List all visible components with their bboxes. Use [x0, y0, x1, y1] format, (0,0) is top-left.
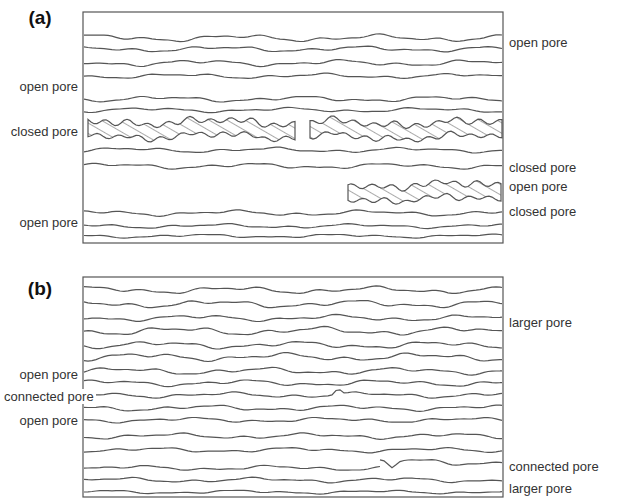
pore-wall [84, 342, 502, 349]
pore-wall [84, 107, 502, 112]
pore-label: open pore [17, 79, 80, 94]
pore-label: open pore [507, 35, 570, 50]
pore-wall [84, 477, 502, 483]
panel-frame [83, 277, 503, 497]
closed-pore-shape [88, 116, 295, 141]
pore-label: connected pore [2, 389, 96, 404]
pore-wall [84, 147, 502, 153]
pore-label: closed pore [9, 124, 80, 139]
pore-wall [380, 460, 502, 468]
pore-wall [84, 46, 502, 52]
closed-pore-shape [310, 116, 502, 142]
panel-label: (b) [26, 278, 54, 300]
pore-wall [84, 405, 502, 411]
pore-wall [84, 448, 502, 453]
pore-wall [84, 210, 502, 217]
pore-wall [84, 73, 502, 78]
pore-label: open pore [17, 215, 80, 230]
pore-wall [84, 380, 502, 387]
pore-label: closed pore [507, 160, 578, 175]
pore-wall [84, 301, 502, 308]
pore-wall [84, 286, 502, 294]
pore-label: open pore [17, 413, 80, 428]
pore-wall [84, 34, 502, 42]
pore-wall [84, 97, 502, 103]
pore-label: open pore [507, 179, 570, 194]
pore-label: open pore [17, 367, 80, 382]
pore-wall [84, 163, 502, 169]
pore-wall [84, 465, 380, 470]
pore-wall [84, 490, 502, 494]
pore-label: larger pore [507, 315, 574, 330]
pore-label: connected pore [507, 459, 601, 474]
pore-label: closed pore [507, 204, 578, 219]
pore-wall [84, 353, 502, 362]
panel-label: (a) [26, 7, 53, 29]
pore-wall [84, 367, 502, 375]
pore-wall [84, 224, 502, 229]
pore-wall [84, 390, 502, 398]
pore-wall [84, 326, 502, 335]
pore-wall [84, 234, 502, 238]
panel-frame [83, 12, 503, 243]
pore-wall [84, 314, 502, 321]
pore-wall [84, 418, 502, 424]
pore-wall [84, 60, 502, 67]
closed-pore-shape [348, 180, 501, 204]
pore-wall [84, 433, 502, 440]
pore-label: larger pore [507, 481, 574, 496]
